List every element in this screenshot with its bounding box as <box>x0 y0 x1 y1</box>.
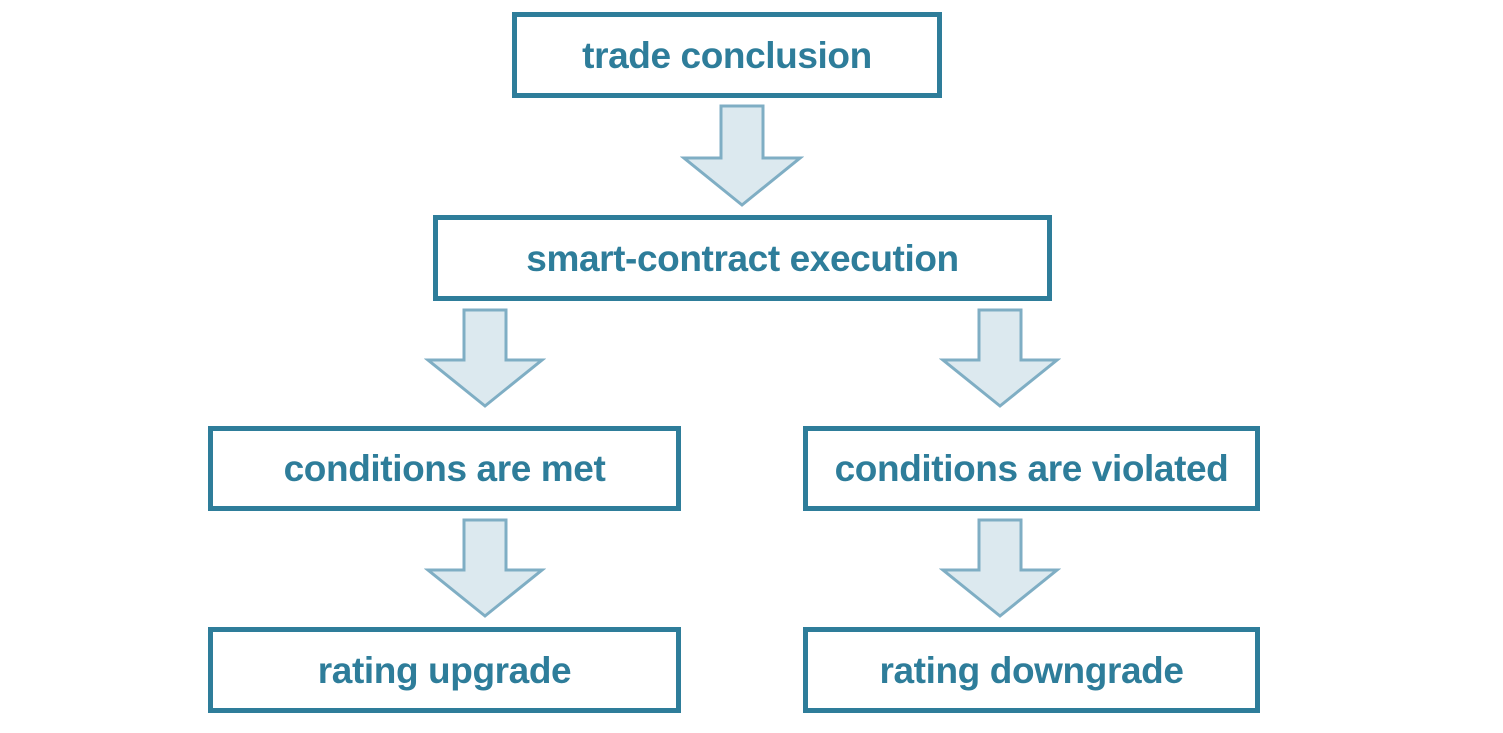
node-rating-downgrade[interactable]: rating downgrade <box>803 627 1260 713</box>
node-label: smart-contract execution <box>526 237 959 279</box>
node-label: conditions are violated <box>834 448 1229 489</box>
node-rating-upgrade[interactable]: rating upgrade <box>208 627 681 713</box>
arrow-trade-to-smart-contract-icon <box>680 104 804 208</box>
node-label: rating upgrade <box>317 649 572 691</box>
node-conditions-are-violated[interactable]: conditions are violated <box>803 426 1260 511</box>
node-label: conditions are met <box>283 448 606 489</box>
node-trade-conclusion[interactable]: trade conclusion <box>512 12 942 98</box>
arrow-conditions-violated-to-rating-downgrade-icon <box>939 518 1061 619</box>
node-label: rating downgrade <box>879 649 1184 691</box>
arrow-smart-contract-to-conditions-violated-icon <box>939 308 1061 409</box>
node-smart-contract-execution[interactable]: smart-contract execution <box>433 215 1052 301</box>
node-label: trade conclusion <box>582 34 872 76</box>
arrow-smart-contract-to-conditions-met-icon <box>424 308 546 409</box>
node-conditions-are-met[interactable]: conditions are met <box>208 426 681 511</box>
arrow-conditions-met-to-rating-upgrade-icon <box>424 518 546 619</box>
